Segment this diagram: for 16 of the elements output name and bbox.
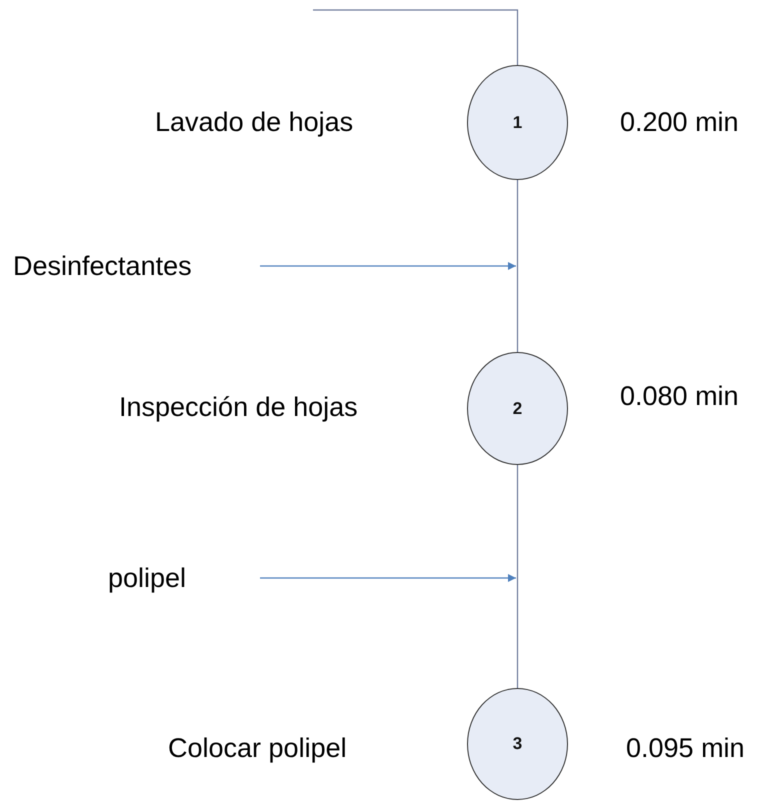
arrow bbox=[260, 574, 516, 582]
duration-label: 0.200 min bbox=[620, 106, 739, 139]
step-number: 2 bbox=[512, 398, 522, 418]
duration-label: 0.080 min bbox=[620, 380, 739, 413]
input-label: Desinfectantes bbox=[13, 250, 192, 282]
step-number: 3 bbox=[512, 734, 522, 754]
input-label: polipel bbox=[108, 562, 186, 594]
connector-line bbox=[516, 180, 518, 352]
arrow bbox=[260, 262, 516, 270]
operation-label: Inspección de hojas bbox=[119, 391, 358, 424]
connector-line bbox=[313, 9, 518, 65]
connector-line bbox=[516, 465, 518, 688]
operation-label: Lavado de hojas bbox=[155, 106, 354, 139]
step-number: 1 bbox=[512, 112, 522, 132]
operation-label: Colocar polipel bbox=[168, 732, 347, 765]
duration-label: 0.095 min bbox=[626, 732, 745, 765]
